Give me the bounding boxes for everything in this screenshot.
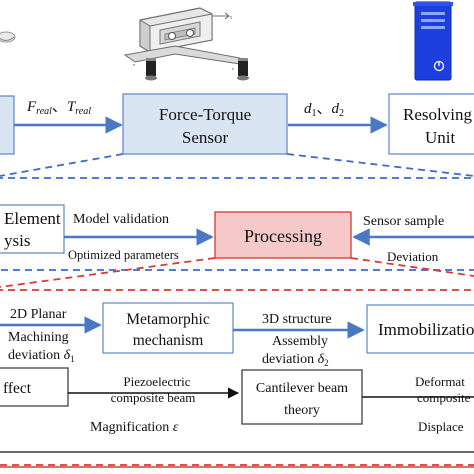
svg-text:Immobilizatio: Immobilizatio	[378, 320, 474, 339]
label-magnification: Magnification ε	[90, 420, 179, 435]
left-input-box	[0, 95, 15, 155]
svg-text:Force-Torque: Force-Torque	[159, 105, 251, 124]
server-computer-icon	[413, 1, 453, 81]
red-funnel-right	[350, 257, 474, 277]
svg-text:Cantilever beam: Cantilever beam	[256, 381, 348, 396]
row2-dashed-frame	[0, 177, 474, 271]
force-torque-sensor-box: Force-Torque Sensor	[122, 93, 288, 155]
label-sensor-sample: Sensor sample	[363, 214, 444, 229]
label-assembly-deviation: deviation δ2	[262, 352, 329, 368]
svg-text:Metamorphic: Metamorphic	[126, 311, 210, 328]
svg-text:v: v	[133, 62, 135, 67]
svg-text:Sensor: Sensor	[182, 128, 229, 147]
label-machining-deviation: deviation δ1	[8, 348, 75, 364]
rows34-red-dashed-frame	[0, 289, 474, 466]
svg-text:τ: τ	[230, 16, 232, 21]
effect-box: ffect	[0, 367, 69, 407]
metamorphic-mechanism-box: Metamorphic mechanism	[102, 302, 234, 354]
label-displacements: d1、d2	[304, 101, 344, 119]
red-funnel-left	[0, 257, 216, 288]
label-assembly: Assembly	[272, 334, 328, 349]
label-composite: composite	[417, 390, 471, 405]
svg-text:v: v	[232, 66, 234, 71]
label-optimized-parameters: Optimized parameters	[68, 248, 179, 262]
svg-text:theory: theory	[284, 403, 320, 418]
sensor-mechanism-icon: τ v v	[123, 7, 249, 81]
svg-text:mechanism: mechanism	[133, 332, 204, 349]
partial-object-icon	[0, 31, 16, 43]
label-2d-planar: 2D Planar	[10, 307, 67, 322]
dashed-funnel-right	[286, 153, 474, 177]
svg-text:ffect: ffect	[3, 380, 32, 397]
resolving-unit-box: Resolving Unit	[388, 93, 474, 155]
processing-box: Processing	[214, 211, 352, 259]
svg-text:ysis: ysis	[4, 231, 30, 250]
svg-text:Processing: Processing	[244, 226, 322, 246]
dashed-funnel-left	[0, 153, 124, 177]
label-deviation: Deviation	[387, 249, 439, 264]
label-forces: Freal、Treal	[26, 99, 91, 117]
svg-text:Unit: Unit	[425, 128, 456, 147]
label-model-validation: Model validation	[73, 212, 169, 227]
label-3d-structure: 3D structure	[262, 312, 332, 327]
label-deformation: Deformat	[415, 374, 465, 389]
finite-element-box: Element ysis	[0, 204, 65, 254]
label-displacement: Displace	[418, 419, 464, 434]
svg-text:Element: Element	[4, 209, 61, 228]
cantilever-beam-box: Cantilever beam theory	[241, 369, 363, 425]
immobilization-box: Immobilizatio	[366, 304, 474, 354]
label-piezoelectric: Piezoelectric	[123, 374, 190, 389]
label-machining: Machining	[8, 330, 69, 345]
svg-text:Resolving: Resolving	[403, 105, 472, 124]
